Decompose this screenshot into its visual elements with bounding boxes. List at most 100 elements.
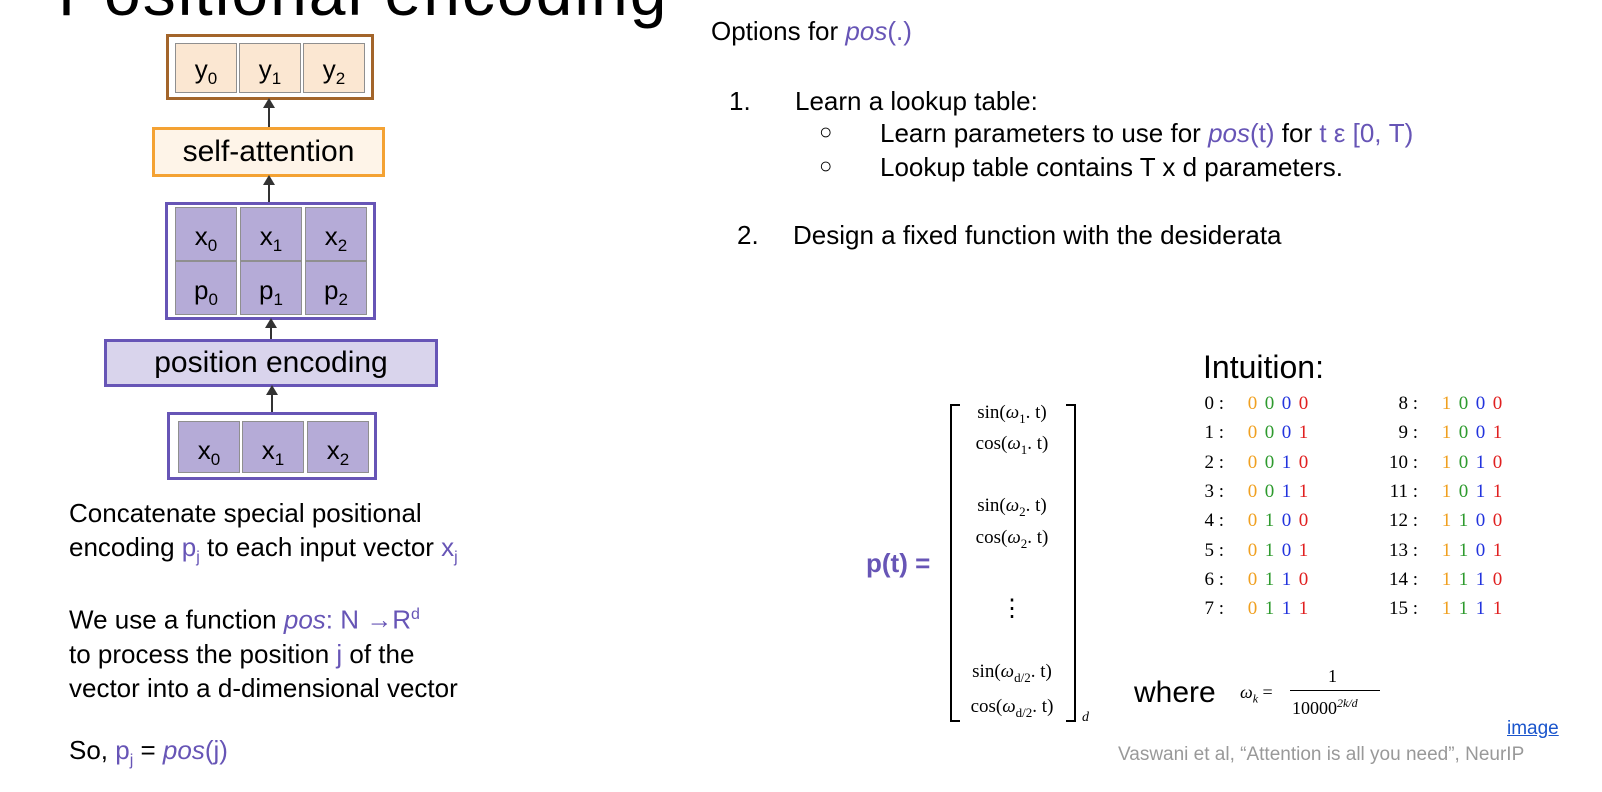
input-cell: x1 xyxy=(242,421,304,473)
binary-index: 2 : xyxy=(1204,451,1224,473)
function-text: We use a function pos: N →Rd to process … xyxy=(69,598,458,705)
output-cell: y1 xyxy=(239,43,301,93)
vector-entry: sin(ω1. t) xyxy=(977,402,1047,426)
option-2-text: Design a fixed function with the desider… xyxy=(793,220,1282,250)
binary-digit: 1 xyxy=(1458,568,1469,590)
position-encoding-block: position encoding xyxy=(104,339,438,387)
dimension-subscript: d xyxy=(1082,710,1089,725)
binary-digit: 1 xyxy=(1441,480,1452,502)
binary-digit: 0 xyxy=(1281,510,1292,532)
left-bracket xyxy=(950,404,960,722)
binary-digit: 1 xyxy=(1475,451,1486,473)
sub-bullet-2: Lookup table contains T x d parameters. xyxy=(880,152,1343,182)
output-block: y0 y1 y2 xyxy=(166,34,374,100)
concat-text: Concatenate special positional encoding … xyxy=(69,496,458,575)
binary-index: 6 : xyxy=(1204,568,1224,590)
binary-digit: 1 xyxy=(1492,480,1503,502)
image-link[interactable]: image xyxy=(1507,718,1559,739)
binary-digit: 0 xyxy=(1247,568,1258,590)
binary-digit: 1 xyxy=(1281,480,1292,502)
binary-digit: 1 xyxy=(1441,539,1452,561)
binary-digit: 0 xyxy=(1281,393,1292,414)
intuition-title: Intuition: xyxy=(1203,349,1324,385)
binary-digit: 0 xyxy=(1247,510,1258,532)
vector-line: vector into a d-dimensional vector xyxy=(69,672,458,703)
binary-digit: 0 xyxy=(1458,451,1469,473)
binary-index: 15 : xyxy=(1388,598,1418,620)
binary-digit: 1 xyxy=(1458,598,1469,620)
binary-index: 7 : xyxy=(1204,598,1224,620)
binary-digit: 1 xyxy=(1475,568,1486,590)
input-cell: x2 xyxy=(307,421,369,473)
binary-digit: 0 xyxy=(1475,539,1486,561)
binary-digit: 1 xyxy=(1458,539,1469,561)
position-cell: p1 xyxy=(240,261,302,315)
binary-digit: 0 xyxy=(1264,451,1275,473)
binary-digit: 0 xyxy=(1247,451,1258,473)
options-heading: Options for pos(.) xyxy=(711,16,912,46)
binary-index: 13 : xyxy=(1388,539,1418,561)
bullet-icon: ○ xyxy=(819,153,833,178)
binary-digit: 1 xyxy=(1281,568,1292,590)
vector-entry: sin(ωd/2. t) xyxy=(972,661,1052,685)
binary-digit: 1 xyxy=(1441,393,1452,414)
binary-digit: 0 xyxy=(1475,422,1486,444)
binary-index: 10 : xyxy=(1388,451,1418,473)
position-cell: p0 xyxy=(175,261,237,315)
arrow-up xyxy=(263,175,275,203)
binary-index: 14 : xyxy=(1388,568,1418,590)
option-1-text: Learn a lookup table: xyxy=(795,86,1038,116)
vector-entry: cos(ωd/2. t) xyxy=(970,696,1054,720)
binary-digit: 0 xyxy=(1264,393,1275,414)
binary-digit: 0 xyxy=(1492,451,1503,473)
option-1-number: 1. xyxy=(729,86,751,116)
binary-digit: 0 xyxy=(1298,451,1309,473)
binary-digit: 0 xyxy=(1264,480,1275,502)
citation: Vaswani et al, “Attention is all you nee… xyxy=(1118,744,1525,765)
bullet-icon: ○ xyxy=(819,119,833,144)
input-cell: x1 xyxy=(240,207,302,261)
binary-digit: 0 xyxy=(1475,510,1486,532)
self-attention-block: self-attention xyxy=(152,127,385,177)
binary-digit: 1 xyxy=(1441,422,1452,444)
binary-digit: 1 xyxy=(1298,598,1309,620)
binary-digit: 0 xyxy=(1281,422,1292,444)
vector-entry: cos(ω2. t) xyxy=(975,527,1049,551)
pt-label: p(t) = xyxy=(866,548,931,578)
binary-digit: 0 xyxy=(1492,510,1503,532)
arrow-up xyxy=(266,385,278,413)
output-cell: y0 xyxy=(175,43,237,93)
binary-digit: 0 xyxy=(1247,480,1258,502)
binary-index: 8 : xyxy=(1398,393,1418,414)
binary-index: 5 : xyxy=(1204,539,1224,561)
binary-digit: 1 xyxy=(1264,539,1275,561)
binary-index: 9 : xyxy=(1398,422,1418,444)
right-bracket xyxy=(1066,404,1076,722)
slide-title: Positional encoding xyxy=(58,0,668,30)
binary-digit: 0 xyxy=(1247,539,1258,561)
binary-digit: 1 xyxy=(1441,510,1452,532)
binary-digit: 1 xyxy=(1298,480,1309,502)
binary-digit: 0 xyxy=(1458,393,1469,414)
where-label: where xyxy=(1134,676,1216,709)
binary-digit: 1 xyxy=(1492,598,1503,620)
binary-digit: 0 xyxy=(1247,422,1258,444)
